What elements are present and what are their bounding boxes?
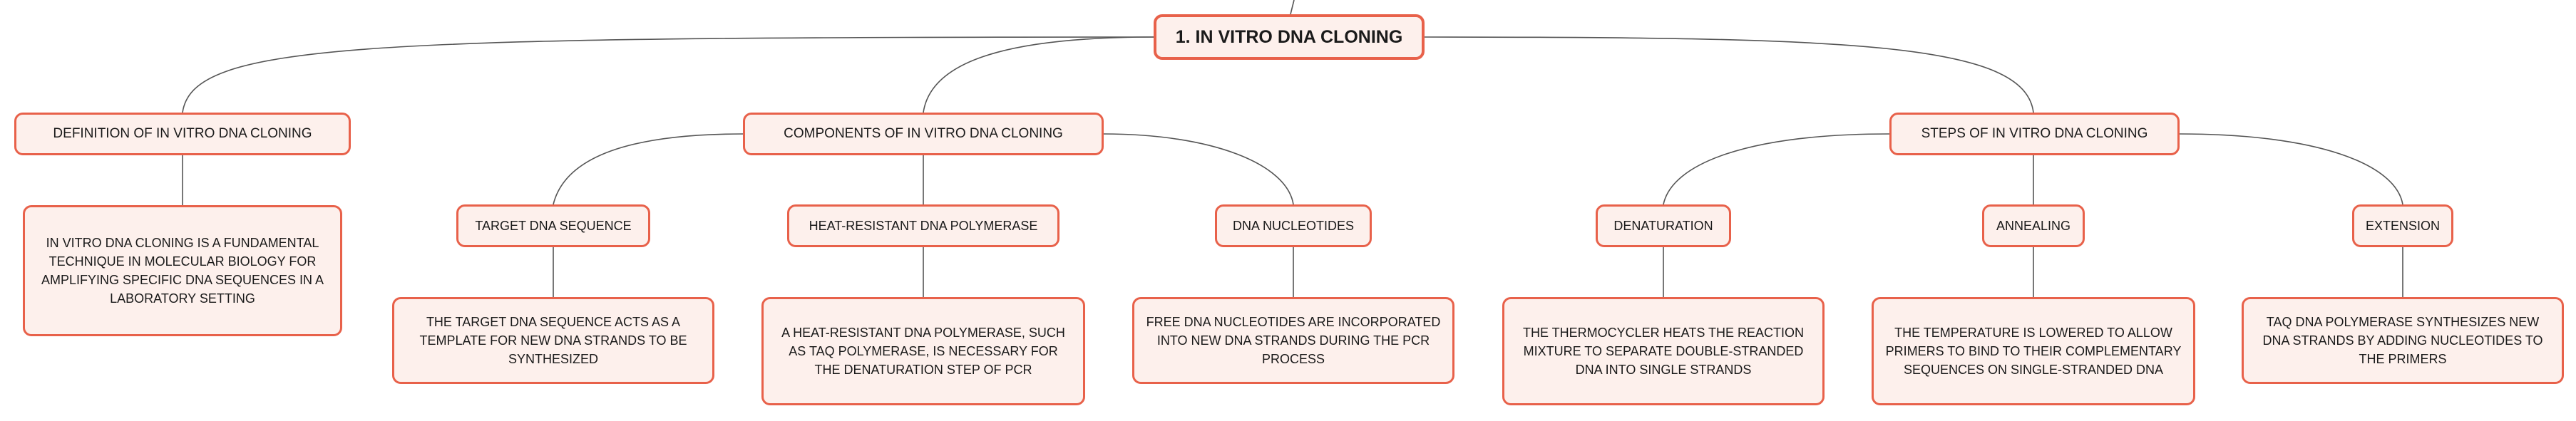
subtopic-polymerase[interactable]: HEAT-RESISTANT DNA POLYMERASE (787, 204, 1059, 247)
subtopic-extension[interactable]: EXTENSION (2352, 204, 2453, 247)
steps-to-denaturation-line (1663, 133, 1890, 205)
root-to-definition-line (182, 36, 1156, 113)
root-to-components-line (923, 36, 1156, 113)
denaturation-text[interactable]: THE THERMOCYCLER HEATS THE REACTION MIXT… (1502, 297, 1825, 405)
extension-text[interactable]: TAQ DNA POLYMERASE SYNTHESIZES NEW DNA S… (2242, 297, 2564, 384)
subtopic-target-dna[interactable]: TARGET DNA SEQUENCE (456, 204, 650, 247)
target-dna-text[interactable]: THE TARGET DNA SEQUENCE ACTS AS A TEMPLA… (392, 297, 714, 384)
root-stub-line (1290, 0, 1295, 15)
components-to-nucleotides-line (1103, 133, 1294, 205)
subtopic-nucleotides[interactable]: DNA NUCLEOTIDES (1215, 204, 1372, 247)
steps-to-extension-line (2179, 133, 2403, 205)
root-topic[interactable]: 1. IN VITRO DNA CLONING (1154, 14, 1425, 60)
polymerase-text[interactable]: A HEAT-RESISTANT DNA POLYMERASE, SUCH AS… (761, 297, 1085, 405)
topic-definition[interactable]: DEFINITION OF IN VITRO DNA CLONING (14, 113, 351, 155)
subtopic-denaturation[interactable]: DENATURATION (1596, 204, 1731, 247)
topic-steps[interactable]: STEPS OF IN VITRO DNA CLONING (1889, 113, 2180, 155)
annealing-text[interactable]: THE TEMPERATURE IS LOWERED TO ALLOW PRIM… (1872, 297, 2195, 405)
components-to-target-line (553, 133, 744, 205)
subtopic-annealing[interactable]: ANNEALING (1982, 204, 2085, 247)
nucleotides-text[interactable]: FREE DNA NUCLEOTIDES ARE INCORPORATED IN… (1132, 297, 1454, 384)
topic-components[interactable]: COMPONENTS OF IN VITRO DNA CLONING (743, 113, 1104, 155)
root-to-steps-line (1424, 36, 2034, 113)
definition-text[interactable]: IN VITRO DNA CLONING IS A FUNDAMENTAL TE… (23, 205, 342, 336)
